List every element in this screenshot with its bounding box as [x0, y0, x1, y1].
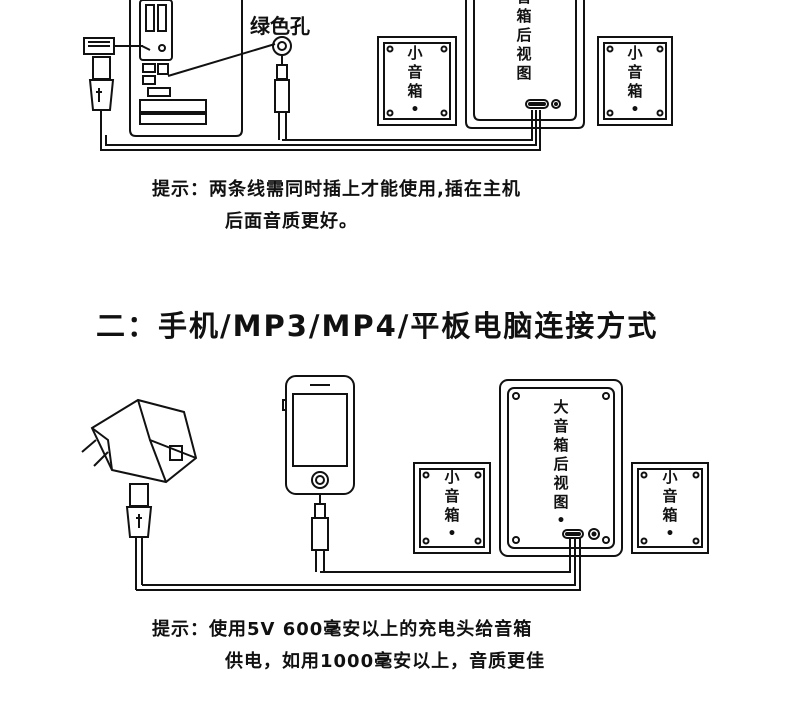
speaker-icon	[499, 379, 623, 557]
speaker-dot: •	[630, 102, 640, 118]
big-speaker-label: 音箱后视图	[516, 0, 532, 82]
tip-label: 提示：	[152, 179, 209, 200]
speaker-icon	[631, 462, 709, 554]
audio-jack-icon	[311, 494, 329, 572]
speaker-icon	[413, 462, 491, 554]
usb-plug-icon	[125, 483, 153, 590]
speaker-icon	[465, 0, 585, 129]
tip-line1: 两条线需同时插上才能使用,插在主机	[209, 179, 521, 200]
small-speaker-label: 小音箱 •	[625, 44, 645, 120]
green-hole-label: 绿色孔	[250, 14, 310, 38]
speaker-icon	[377, 36, 457, 126]
small-speaker-label: 小音箱 •	[660, 468, 680, 544]
small-speaker-label: 小音箱 •	[442, 468, 462, 544]
computer-tower-icon	[129, 0, 243, 137]
speaker-icon	[597, 36, 673, 126]
phone-icon	[282, 375, 355, 495]
speaker-dot: •	[556, 513, 566, 529]
tip-line1: 使用5V 600毫安以上的充电头给音箱	[209, 619, 533, 640]
big-speaker-label: 大音箱后视图 •	[551, 398, 571, 531]
speaker-text: 小音箱	[627, 44, 643, 100]
speaker-dot: •	[447, 526, 457, 542]
speaker-dot: •	[410, 102, 420, 118]
tip-line2: 后面音质更好。	[225, 211, 358, 232]
speaker-text: 大音箱后视图	[553, 398, 569, 511]
small-speaker-label: 小音箱 •	[405, 44, 425, 120]
section-title: 二：手机/MP3/MP4/平板电脑连接方式	[96, 309, 659, 343]
charger-adapter-icon	[81, 398, 198, 484]
tip-line2: 供电，如用1000毫安以上，音质更佳	[225, 651, 546, 672]
usb-plug-icon	[83, 37, 143, 135]
speaker-text: 小音箱	[407, 44, 423, 100]
tip-section2: 提示：使用5V 600毫安以上的充电头给音箱 供电，如用1000毫安以上，音质更…	[152, 614, 545, 678]
speaker-dot: •	[665, 526, 675, 542]
tip-section1: 提示：两条线需同时插上才能使用,插在主机 后面音质更好。	[152, 174, 521, 238]
tip-label: 提示：	[152, 619, 209, 640]
speaker-text: 小音箱	[444, 468, 460, 524]
speaker-text: 小音箱	[662, 468, 678, 524]
audio-jack-icon	[272, 36, 292, 140]
